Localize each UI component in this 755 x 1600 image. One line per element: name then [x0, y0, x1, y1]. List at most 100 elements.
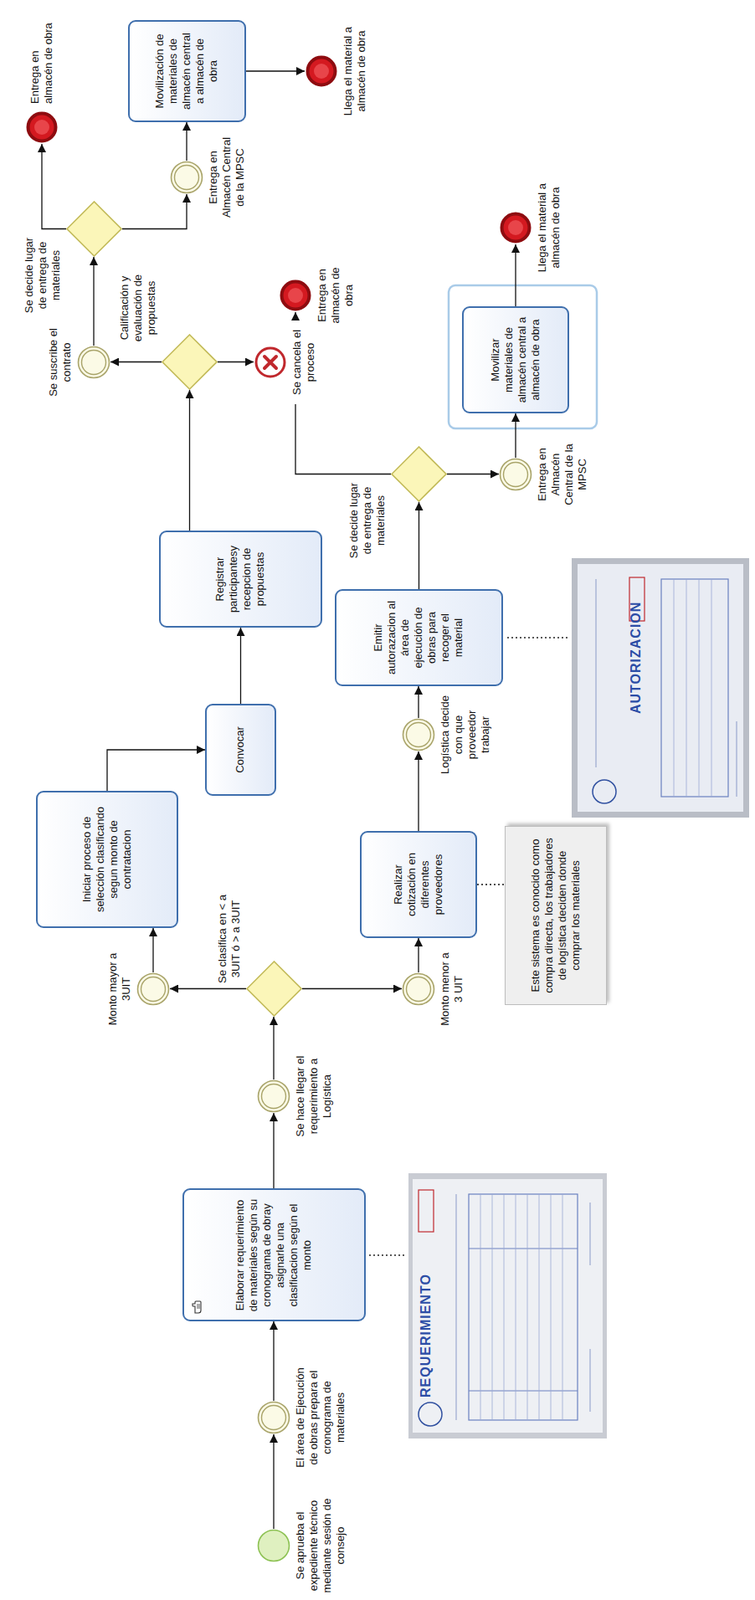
- task-box: Movilización de materiales de almacén ce…: [128, 20, 247, 123]
- form-title: AUTORIZACION: [628, 601, 644, 714]
- sequence-flow: [514, 244, 516, 307]
- intermediate-event-shape: [401, 718, 436, 752]
- event-label: Se cancela el proceso: [290, 320, 318, 405]
- node-text: Emitir autorazacion al área de ejecución…: [371, 597, 465, 678]
- text-stack: Registrar participantesy recepcion de pr…: [213, 539, 267, 620]
- event-label-text: Se hace llegar el requerimiento a Logíst…: [293, 1047, 334, 1146]
- text-stack: Iniciar proceso de selección clasificand…: [80, 799, 134, 920]
- intermediate-event-shape: [256, 1079, 291, 1114]
- intermediate-event-shape: [169, 160, 204, 195]
- event-label: Se decide lugar de entrega de materiales: [347, 478, 388, 563]
- gateway-diamond-shape: [161, 334, 218, 391]
- sequence-flow: [272, 1321, 274, 1402]
- start-event: Se aprueba el expediente técnico mediant…: [256, 1529, 291, 1563]
- node-text: Este sistema es conocido como compra dir…: [529, 833, 582, 998]
- text-stack: Emitir autorazacion al área de ejecución…: [371, 597, 465, 678]
- event-label-text: El área de Ejecución de obras prepara el…: [293, 1365, 347, 1471]
- intermediate-event: Monto menor a 3 UIT: [401, 972, 436, 1007]
- text-stack: Elaborar requerimiento de materiales seg…: [233, 1197, 314, 1315]
- end-event: Entrega en almacén de obra: [278, 278, 313, 313]
- text-stack: Movilizar materiales de almacén central …: [488, 314, 542, 406]
- event-label: Se aprueba el expediente técnico mediant…: [293, 1495, 347, 1597]
- intermediate-event-shape: [256, 1401, 291, 1435]
- start-event-shape: [256, 1529, 291, 1563]
- sequence-flow: [272, 1016, 274, 1080]
- sequence-flow: [272, 1434, 274, 1530]
- association-line: [477, 883, 505, 886]
- event-label: Calificación y evaluación de propuestas: [118, 266, 159, 350]
- event-label: Entrega en Almacén Central de la MPSC: [206, 131, 247, 224]
- sequence-flow: [417, 938, 419, 973]
- task-box: Convocar: [205, 703, 277, 797]
- event-label-text: Se decide lugar de entrega de materiales: [22, 235, 63, 316]
- event-label: Se decide lugar de entrega de materiales: [22, 233, 63, 318]
- event-label-text: Calificación y evaluación de propuestas: [118, 267, 159, 349]
- event-label-text: Se aprueba el expediente técnico mediant…: [293, 1497, 347, 1595]
- intermediate-event: Monto mayor a 3UIT: [136, 972, 170, 1007]
- event-label: Llega el material a almacén de obra: [341, 20, 369, 122]
- event-label: Llega el material a almacén de obra: [535, 177, 563, 278]
- task-box: Iniciar proceso de selección clasificand…: [35, 790, 179, 929]
- manual-task-icon: [190, 1301, 202, 1315]
- node-text: Convocar: [233, 726, 247, 774]
- sequence-flow: [446, 473, 499, 475]
- group-frame: [448, 285, 597, 429]
- gateway-diamond: Se decide lugar de entrega de materiales: [390, 446, 447, 504]
- intermediate-event-shape: [77, 345, 111, 380]
- intermediate-event-shape: [136, 972, 170, 1007]
- intermediate-event: Logística decide con que proveedor traba…: [401, 718, 436, 752]
- task-box: Elaborar requerimiento de materiales seg…: [182, 1189, 366, 1323]
- annotation-box: Este sistema es conocido como compra dir…: [504, 826, 607, 1006]
- sequence-flow: [41, 143, 67, 230]
- node-text: Iniciar proceso de selección clasificand…: [80, 799, 134, 920]
- autorizacion-photo: [571, 558, 750, 818]
- sequence-flow: [92, 256, 94, 346]
- event-label-text: Se decide lugar de entrega de materiales: [347, 480, 388, 561]
- end-event-shape: [498, 210, 533, 245]
- event-label-text: Entrega en almacén de obra: [315, 255, 356, 336]
- event-label-text: Entrega en Almacén Central de la MPSC: [206, 133, 247, 222]
- node-text: Realizar cotización en diferentes provee…: [391, 839, 445, 930]
- event-label: El área de Ejecución de obras prepara el…: [293, 1363, 347, 1473]
- intermediate-event: Se suscribe el contrato: [77, 345, 111, 380]
- gateway-diamond: Se decide lugar de entrega de materiales: [66, 201, 123, 258]
- cancel-end-event-shape: [253, 345, 288, 380]
- sequence-flow: [417, 686, 419, 719]
- task-box: Movilizar materiales de almacén central …: [462, 306, 570, 414]
- event-label-text: Monto menor a 3 UIT: [438, 949, 466, 1030]
- event-label: Monto mayor a 3UIT: [106, 947, 134, 1032]
- intermediate-event-shape: [498, 457, 533, 492]
- event-label-text: Entrega en Almacén Central de la MPSC: [535, 434, 589, 515]
- sequence-flow: [169, 988, 247, 990]
- task-box: Emitir autorazacion al área de ejecución…: [334, 589, 504, 687]
- sequence-flow: [272, 1113, 274, 1189]
- text-stack: Realizar cotización en diferentes provee…: [391, 839, 445, 930]
- form-title: REQUERIMIENTO: [418, 1273, 434, 1398]
- event-label: Se hace llegar el requerimiento a Logíst…: [293, 1046, 334, 1147]
- event-label-text: Llega el material a almacén de obra: [341, 22, 369, 120]
- text-stack: Movilización de materiales de almacén ce…: [153, 28, 220, 114]
- task-box: Realizar cotización en diferentes provee…: [359, 831, 478, 939]
- event-label: Logística decide con que proveedor traba…: [438, 688, 492, 781]
- end-event-shape: [304, 54, 339, 88]
- sequence-flow: [418, 502, 420, 590]
- sequence-flow: [185, 122, 187, 161]
- event-label-text: Llega el material a almacén de obra: [535, 179, 563, 277]
- sequence-flow: [417, 751, 419, 832]
- event-label: Entrega en almacén de obra: [28, 9, 56, 106]
- intermediate-event: Entrega en Almacén Central de la MPSC: [498, 457, 533, 492]
- leader-line: [369, 1254, 406, 1257]
- intermediate-event-shape: [401, 972, 436, 1007]
- sequence-flow: [107, 749, 206, 791]
- event-label: Entrega en Almacén Central de la MPSC: [535, 432, 589, 517]
- sequence-flow: [152, 928, 154, 973]
- sequence-flow: [246, 70, 305, 72]
- node-text: Elaborar requerimiento de materiales seg…: [233, 1197, 314, 1315]
- end-event: Entrega en almacén de obra: [25, 110, 59, 144]
- sequence-flow: [514, 413, 516, 458]
- cancel-end-event: Se cancela el proceso: [253, 345, 288, 380]
- sequence-flow: [302, 988, 402, 990]
- requerimiento-photo: [408, 1173, 607, 1439]
- gateway-diamond-shape: [246, 961, 303, 1018]
